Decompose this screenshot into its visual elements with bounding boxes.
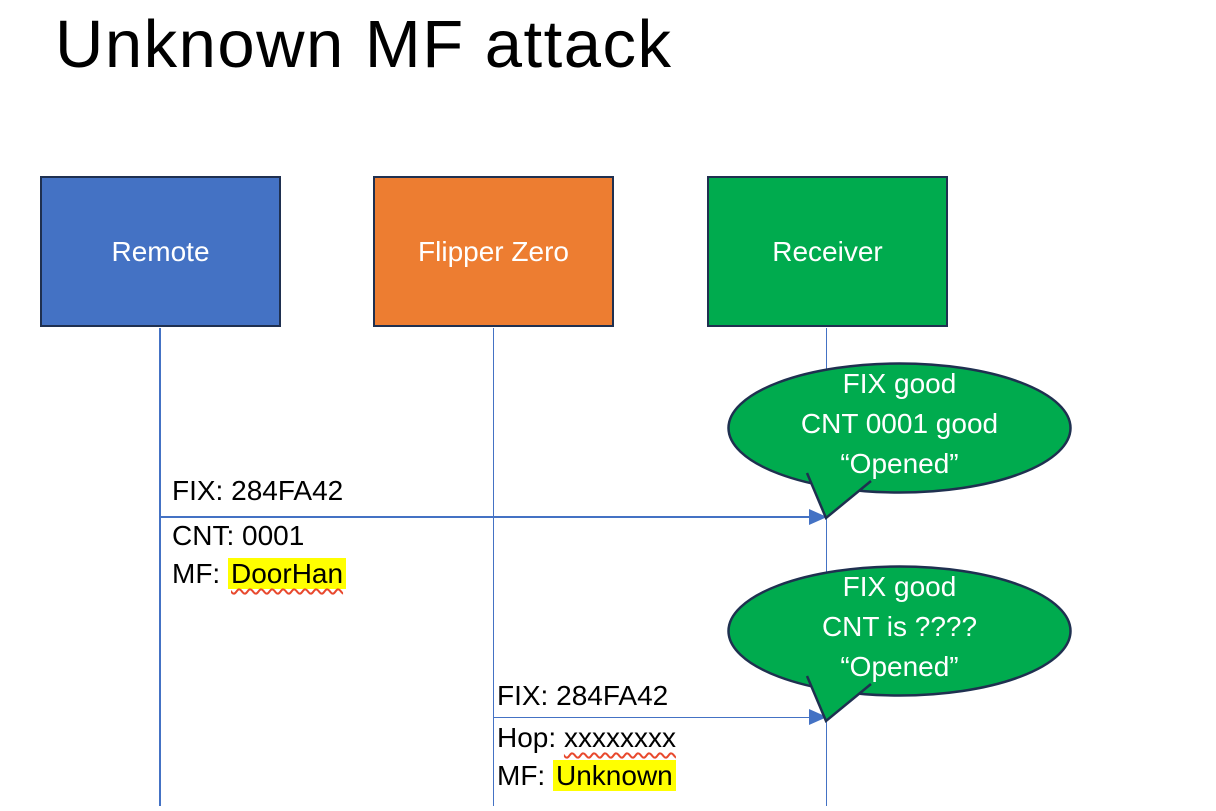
message1-mf-prefix: MF: xyxy=(172,558,228,589)
actor-label-remote: Remote xyxy=(111,235,210,267)
callout1-line-1: FIX good xyxy=(842,368,957,399)
message1-label-above: FIX: 284FA42 xyxy=(172,475,344,506)
slide-title: Unknown MF attack xyxy=(55,7,673,82)
message1-cnt-value: 0001 xyxy=(242,520,305,551)
message2-arrow-line xyxy=(493,716,812,719)
callout1-line-2: CNT 0001 good xyxy=(800,408,999,439)
callout2-speech-bubble xyxy=(727,565,1072,724)
message1-mf-value-highlighted: DoorHan xyxy=(228,558,347,589)
message2-hop-prefix: Hop: xyxy=(497,722,564,753)
message1-labels-below: CNT: 0001 MF: DoorHan xyxy=(172,517,347,593)
message2-hop-value: xxxxxxxx xyxy=(563,722,676,753)
callout1-bubble-tail xyxy=(805,472,872,521)
message1-cnt-prefix: CNT: xyxy=(172,520,242,551)
actor-box-receiver: Receiver xyxy=(707,176,948,327)
callout2-line-2: CNT is ???? xyxy=(821,611,978,642)
callout1-bubble-ellipse xyxy=(727,362,1072,494)
callout1-speech-bubble xyxy=(727,362,1072,521)
message2-labels-below: Hop: xxxxxxxx MF: Unknown xyxy=(497,719,676,795)
callout2-line-1: FIX good xyxy=(842,571,957,602)
callout2-bubble-tail xyxy=(805,675,872,724)
callout2-bubble-ellipse xyxy=(727,565,1072,697)
message1-line-cnt: CNT: 0001 xyxy=(172,517,346,555)
callout1-text: FIX good CNT 0001 good “Opened” xyxy=(727,364,1072,484)
actor-box-remote: Remote xyxy=(40,176,281,327)
callout2-text: FIX good CNT is ???? “Opened” xyxy=(727,567,1072,687)
lifeline-remote xyxy=(159,328,161,806)
actor-label-flipper-zero: Flipper Zero xyxy=(418,235,569,267)
lifeline-receiver xyxy=(825,328,828,806)
actor-label-receiver: Receiver xyxy=(772,235,883,267)
callout2-line-3: “Opened” xyxy=(840,651,959,682)
message1-arrow-line xyxy=(160,516,812,518)
message2-mf-value-highlighted: Unknown xyxy=(553,760,676,791)
callout1-line-3: “Opened” xyxy=(840,448,959,479)
message2-line-hop: Hop: xxxxxxxx xyxy=(497,719,676,757)
actor-box-flipper-zero: Flipper Zero xyxy=(373,176,614,327)
message2-line-mf: MF: Unknown xyxy=(497,757,676,795)
message2-mf-prefix: MF: xyxy=(497,760,553,791)
message1-line-mf: MF: DoorHan xyxy=(172,555,347,593)
lifeline-flipper-zero xyxy=(492,328,495,806)
message2-label-above: FIX: 284FA42 xyxy=(497,680,669,711)
